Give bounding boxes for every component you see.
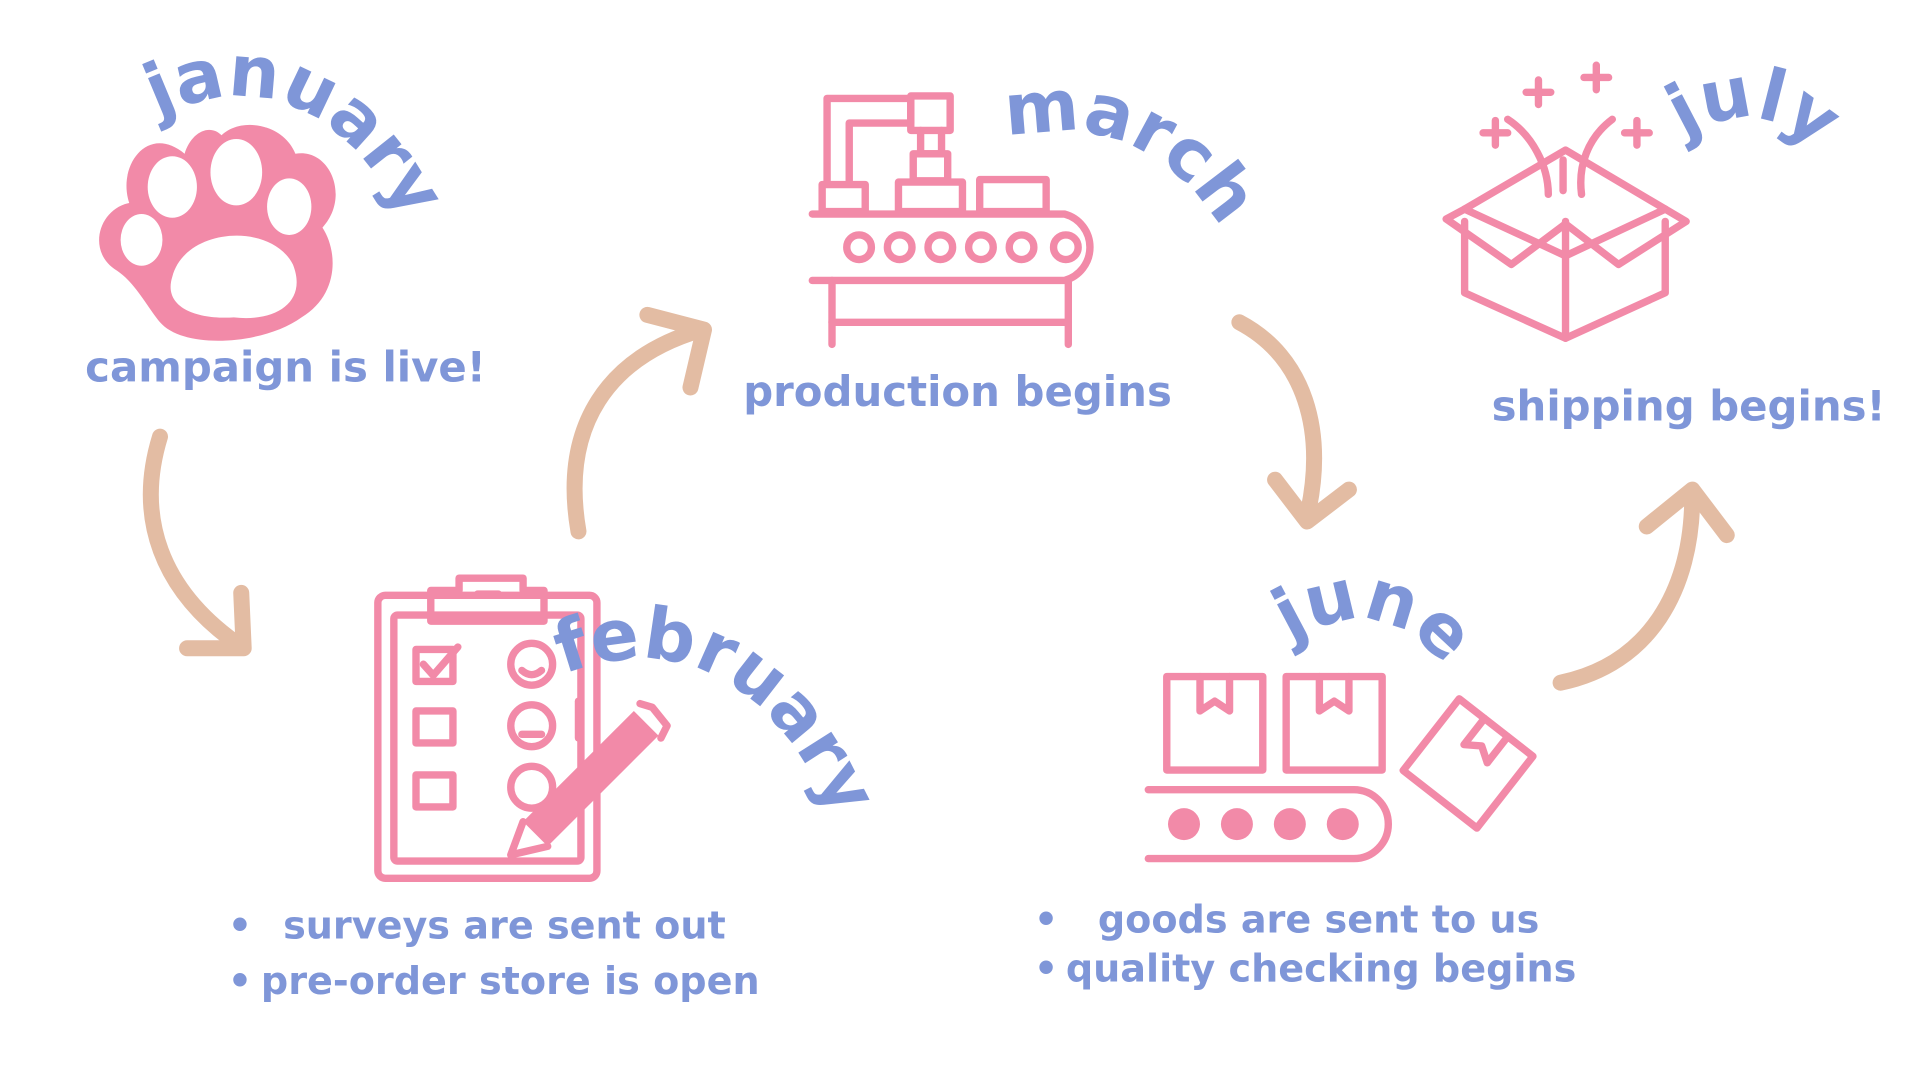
bullet-dot: • (1034, 897, 1058, 941)
step-june: june • goods are sent to us • quality ch… (1034, 552, 1576, 990)
clipboard-survey-icon (374, 574, 671, 882)
open-box-icon (1442, 61, 1690, 342)
arrow-jan-to-feb (142, 428, 252, 657)
bullet-dot: • (1034, 947, 1058, 991)
month-label-july: july (1650, 50, 1856, 163)
conveyor-boxes-icon (1144, 672, 1537, 863)
arrow-mar-to-jun (1231, 314, 1357, 530)
factory-conveyor-icon (808, 92, 1094, 349)
step-february: february • surveys are sent out • pre-or… (228, 574, 894, 1003)
month-label-june: june (1256, 552, 1490, 677)
bullet-dot: • (228, 959, 252, 1003)
caption-july: shipping begins! (1492, 382, 1886, 431)
paw-icon (99, 124, 336, 341)
caption-march: production begins (743, 367, 1172, 416)
bullet-february-1: surveys are sent out (283, 904, 726, 948)
step-march: march production begins (743, 63, 1274, 416)
step-january: january campaign is live! (85, 29, 486, 391)
arrow-feb-to-mar (566, 306, 712, 540)
arrow-jun-to-jul (1552, 481, 1735, 691)
bullet-dot: • (228, 904, 252, 948)
step-july: july shipping begins! (1442, 50, 1886, 431)
bullet-february-2: pre-order store is open (261, 959, 760, 1003)
bullet-june-2: quality checking begins (1066, 947, 1576, 991)
caption-january: campaign is live! (85, 342, 486, 391)
bullet-june-1: goods are sent to us (1098, 897, 1539, 941)
